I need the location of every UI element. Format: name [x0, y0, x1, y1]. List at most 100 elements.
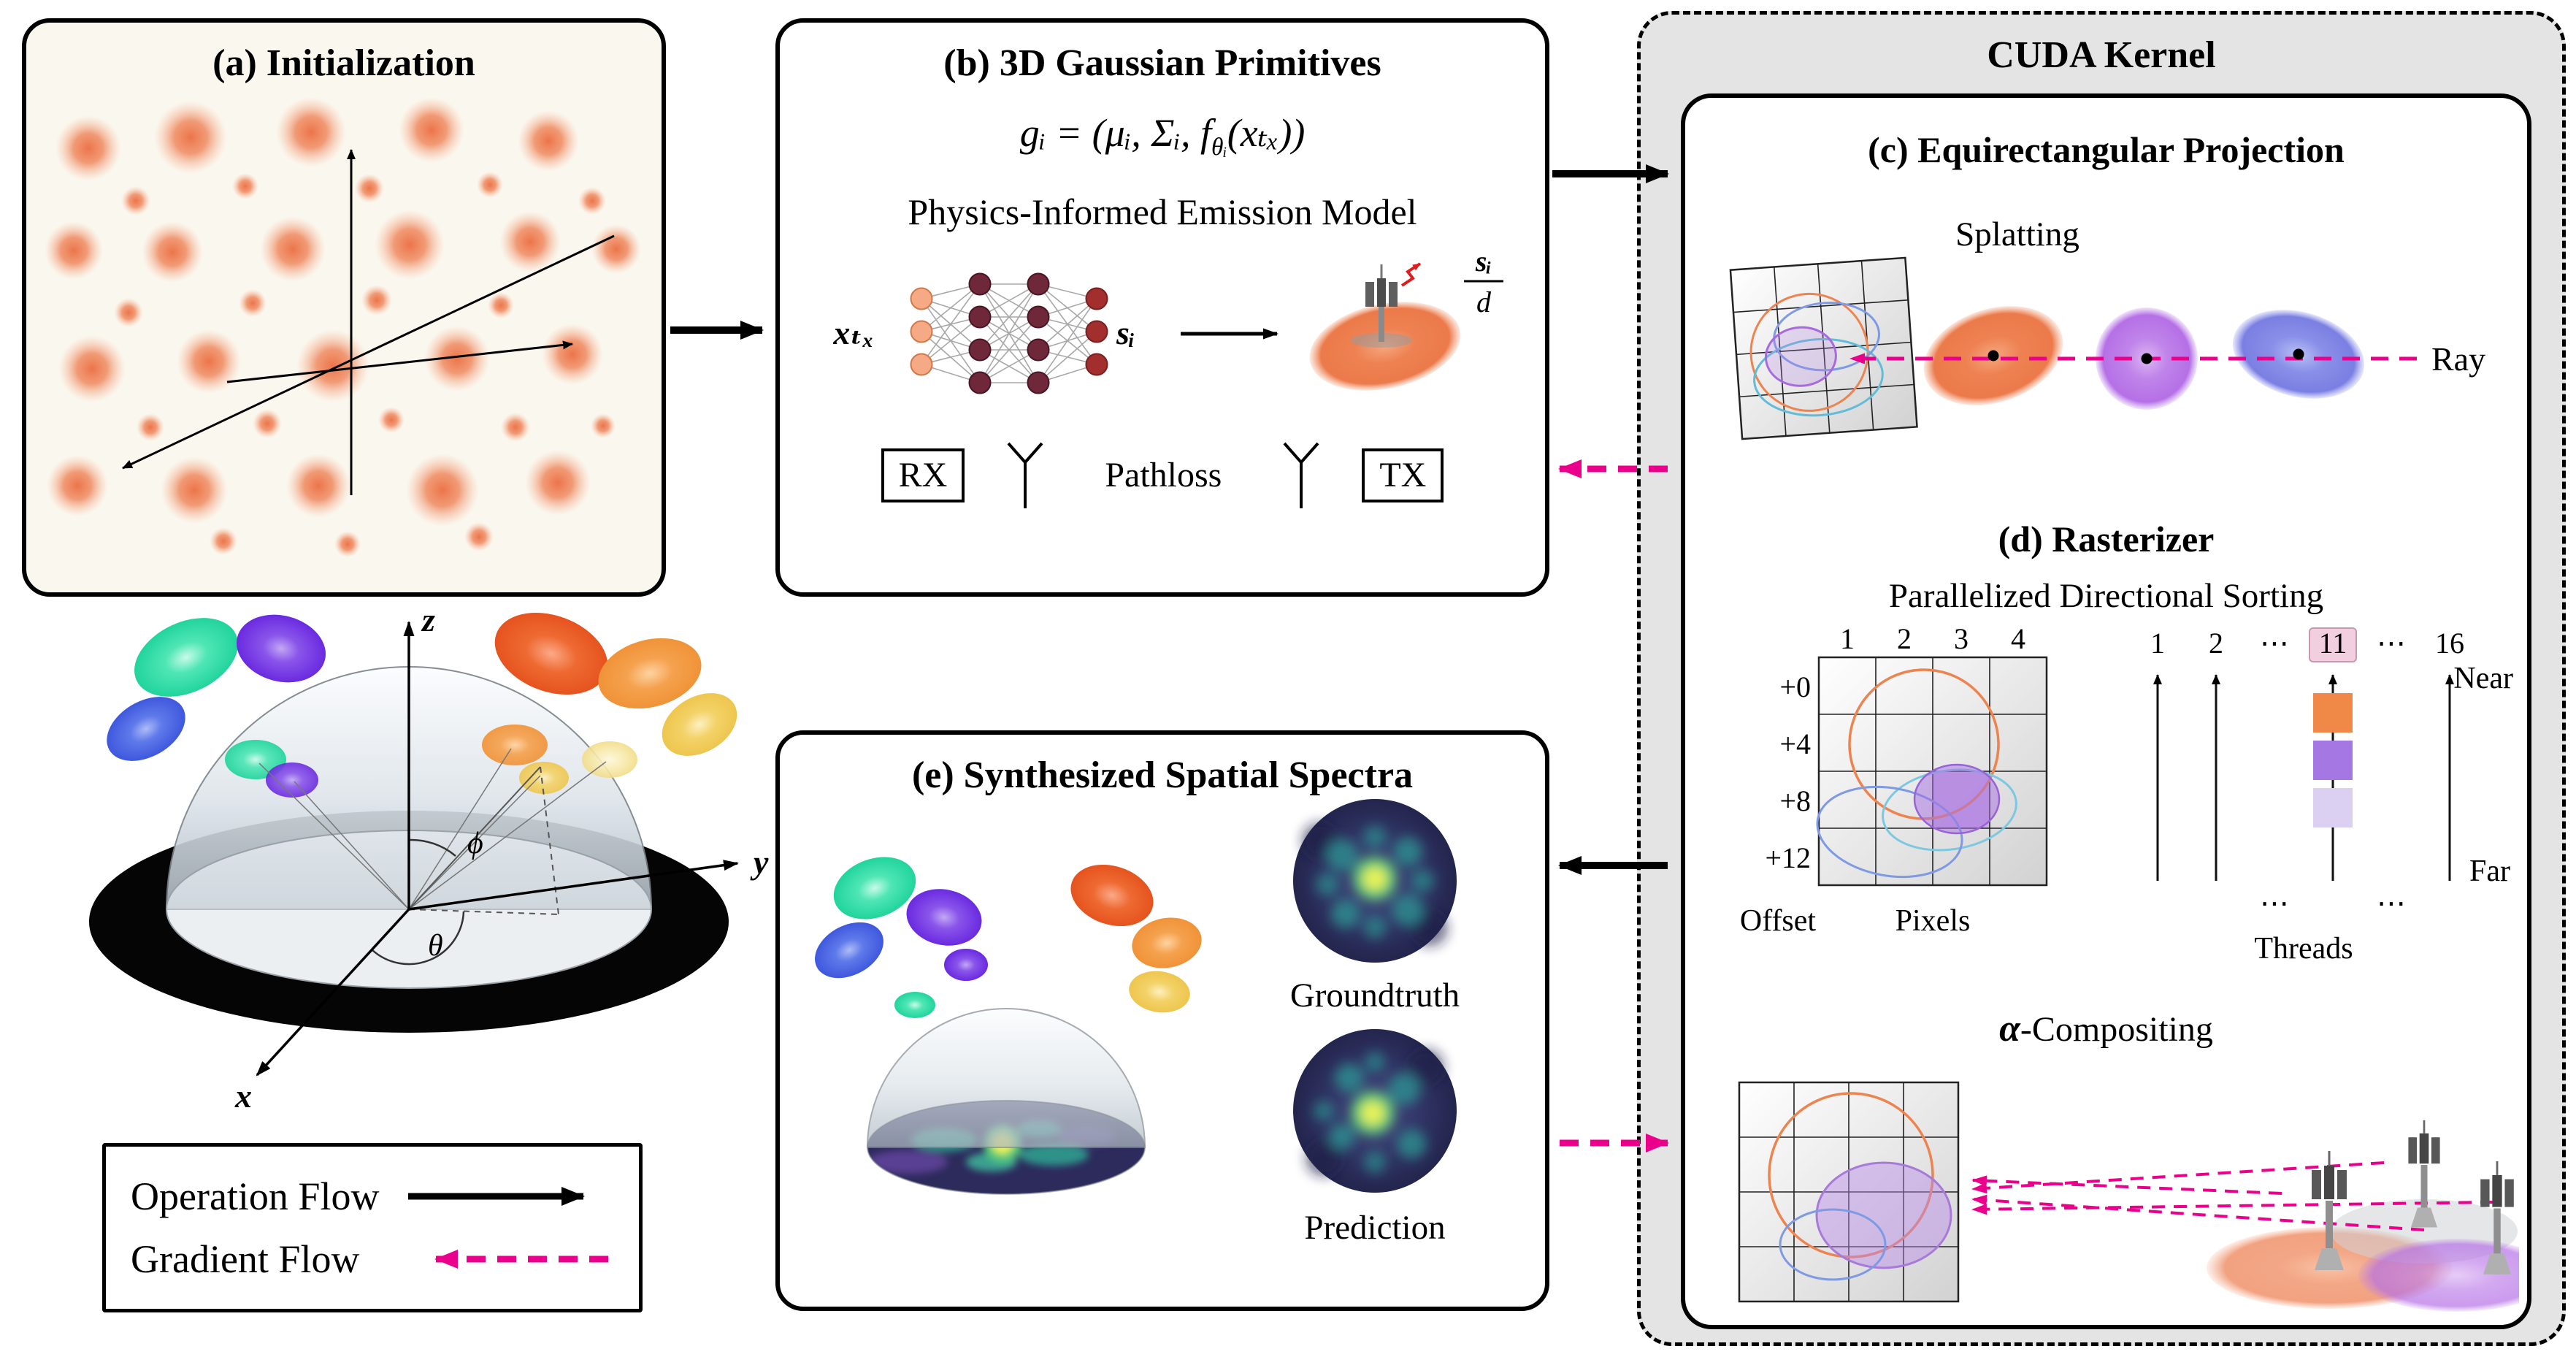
z-axis-label: z — [421, 601, 435, 638]
pixel-col-label: 4 — [2011, 624, 2025, 655]
compositing-text: -Compositing — [2020, 1010, 2213, 1049]
gradient-rays — [1971, 1161, 2494, 1231]
operation-flow-label: Operation Flow — [131, 1174, 380, 1218]
tx-tower — [2408, 1120, 2440, 1228]
tx-tower — [2480, 1161, 2514, 1274]
ray-label: Ray — [2431, 340, 2485, 378]
spectrum-gaussians — [815, 857, 1202, 1018]
fraction-numerator: sᵢ — [1475, 245, 1492, 278]
formula-arg: (xₜₓ — [1227, 111, 1279, 155]
tx-tower — [2312, 1151, 2347, 1270]
emitting-gaussian: sᵢ d — [1309, 245, 1503, 391]
panel-synthesized-spectra: (e) Synthesized Spatial Spectra — [775, 730, 1549, 1311]
init-point-cloud — [45, 97, 641, 557]
theta-label: θ — [428, 929, 443, 963]
x-axis-label: x — [234, 1077, 252, 1115]
nn-input-label: xₜₓ — [832, 314, 874, 351]
prediction-label: Prediction — [1304, 1209, 1446, 1247]
pixel-column-labels: 1 2 3 4 — [1840, 624, 2025, 655]
equirectangular-splatting-diagram: Ray — [1729, 256, 2485, 440]
phi-label: ϕ — [467, 827, 483, 860]
source-rays — [258, 748, 607, 910]
thread-dots-bottom: ⋯ — [2377, 887, 2406, 920]
gaussian-blob-field — [45, 97, 641, 557]
thread-label: 11 — [2319, 627, 2347, 660]
compositing-grid — [1738, 1081, 1960, 1303]
gradient-flow-label: Gradient Flow — [131, 1237, 360, 1281]
pathloss-label: Pathloss — [1105, 456, 1222, 495]
threads-axis-label: Threads — [2254, 932, 2353, 966]
spectrum-dome-diagram — [815, 857, 1202, 1195]
sorting-subtitle: Parallelized Directional Sorting — [1888, 577, 2324, 615]
on-dome-gaussians — [225, 725, 637, 798]
signal-over-distance-fraction: sᵢ d — [1464, 245, 1503, 318]
phi-arc — [408, 838, 456, 857]
tx-box: TX — [1362, 448, 1444, 502]
fraction-denominator: d — [1476, 286, 1492, 318]
pixel-grid — [1816, 656, 2048, 887]
axes-3d-icon — [122, 149, 615, 495]
thread-label: ⋯ — [2260, 627, 2289, 660]
offset-label-row: +4 — [1779, 727, 1811, 760]
rx-box: RX — [881, 448, 965, 502]
panel-e-title: (e) Synthesized Spatial Spectra — [911, 754, 1414, 796]
operation-flow-arrow — [408, 1187, 585, 1206]
offset-axis-label: Offset — [1740, 904, 1817, 938]
formula-mu: μᵢ, — [1105, 111, 1151, 155]
pathloss-row: RX Pathloss TX — [780, 439, 1545, 512]
emission-model-diagram: xₜₓ sᵢ — [832, 245, 1503, 394]
thread-11-highlight — [2309, 627, 2357, 662]
far-label: Far — [2469, 855, 2510, 888]
tx-footprints — [2207, 1199, 2519, 1312]
theta-arc — [371, 911, 465, 966]
sorted-splat-squares — [2313, 693, 2353, 827]
nn-edges — [921, 283, 1097, 383]
rasterizer-sorting-diagram: 1 2 3 4 +0 +4 +8 +12 — [1740, 624, 2513, 966]
legend-box: Operation Flow Gradient Flow — [102, 1143, 643, 1312]
offset-label-row: +0 — [1779, 670, 1811, 703]
thread-arrows — [2153, 674, 2454, 881]
near-label: Near — [2453, 662, 2513, 695]
groundtruth-label: Groundtruth — [1289, 976, 1460, 1014]
offset-label-row: +8 — [1779, 784, 1811, 817]
dome-shell — [866, 1008, 1146, 1148]
cuda-kernel-box: (c) Equirectangular Projection Splatting… — [1681, 93, 2531, 1329]
gradient-flow-arrow — [434, 1250, 608, 1269]
panel-c-title: (c) Equirectangular Projection — [1868, 129, 2345, 170]
panel-b-title: (b) 3D Gaussian Primitives — [943, 42, 1381, 84]
projection-grid — [1729, 256, 1918, 440]
rx-antenna-icon — [1007, 442, 1043, 508]
pixel-col-label: 1 — [1840, 624, 1855, 655]
alpha-symbol: α — [1999, 1008, 2020, 1050]
alpha-compositing-diagram — [1738, 1081, 2519, 1312]
panel-initialization: (a) Initialization — [22, 18, 666, 597]
panel-d-title: (d) Rasterizer — [1998, 519, 2215, 559]
groundtruth-heatmap — [1293, 799, 1457, 963]
tx-antenna-icon — [1283, 442, 1319, 508]
pixel-col-label: 3 — [1954, 624, 1969, 655]
formula-eq: = ( — [1046, 111, 1105, 155]
nn-output-label: sᵢ — [1116, 314, 1135, 351]
panel-gaussian-primitives: (b) 3D Gaussian Primitives gᵢ = (μᵢ, Σᵢ,… — [775, 18, 1549, 597]
thread-label: 2 — [2209, 627, 2223, 660]
hemisphere-coordinate-diagram: z y x ϕ θ — [89, 601, 769, 1115]
thread-label: ⋯ — [2377, 627, 2406, 660]
cuda-kernel-title: CUDA Kernel — [1987, 34, 2216, 76]
splatting-label: Splatting — [1955, 215, 2079, 253]
coordinate-axes — [256, 621, 739, 1077]
emission-zigzag-arrow — [1400, 262, 1422, 287]
pixels-axis-label: Pixels — [1895, 904, 1971, 938]
thread-label: 1 — [2150, 627, 2165, 660]
thread-labels: 1 2 ⋯ 11 ⋯ 16 — [2150, 627, 2464, 660]
nn-nodes — [910, 272, 1108, 394]
offset-row-labels: +0 +4 +8 +12 — [1765, 670, 1811, 874]
formula-f-sub: θᵢ — [1211, 133, 1227, 161]
offset-label-row: +12 — [1765, 841, 1811, 874]
formula-g: gᵢ — [1019, 111, 1046, 155]
tx-antenna-on-gaussian — [1351, 264, 1412, 348]
floating-gaussians — [107, 612, 737, 761]
thread-label: 16 — [2435, 627, 2464, 660]
prediction-heatmap — [1293, 1029, 1457, 1193]
y-axis-label: y — [750, 844, 769, 881]
formula-sigma: Σᵢ, — [1151, 111, 1200, 155]
